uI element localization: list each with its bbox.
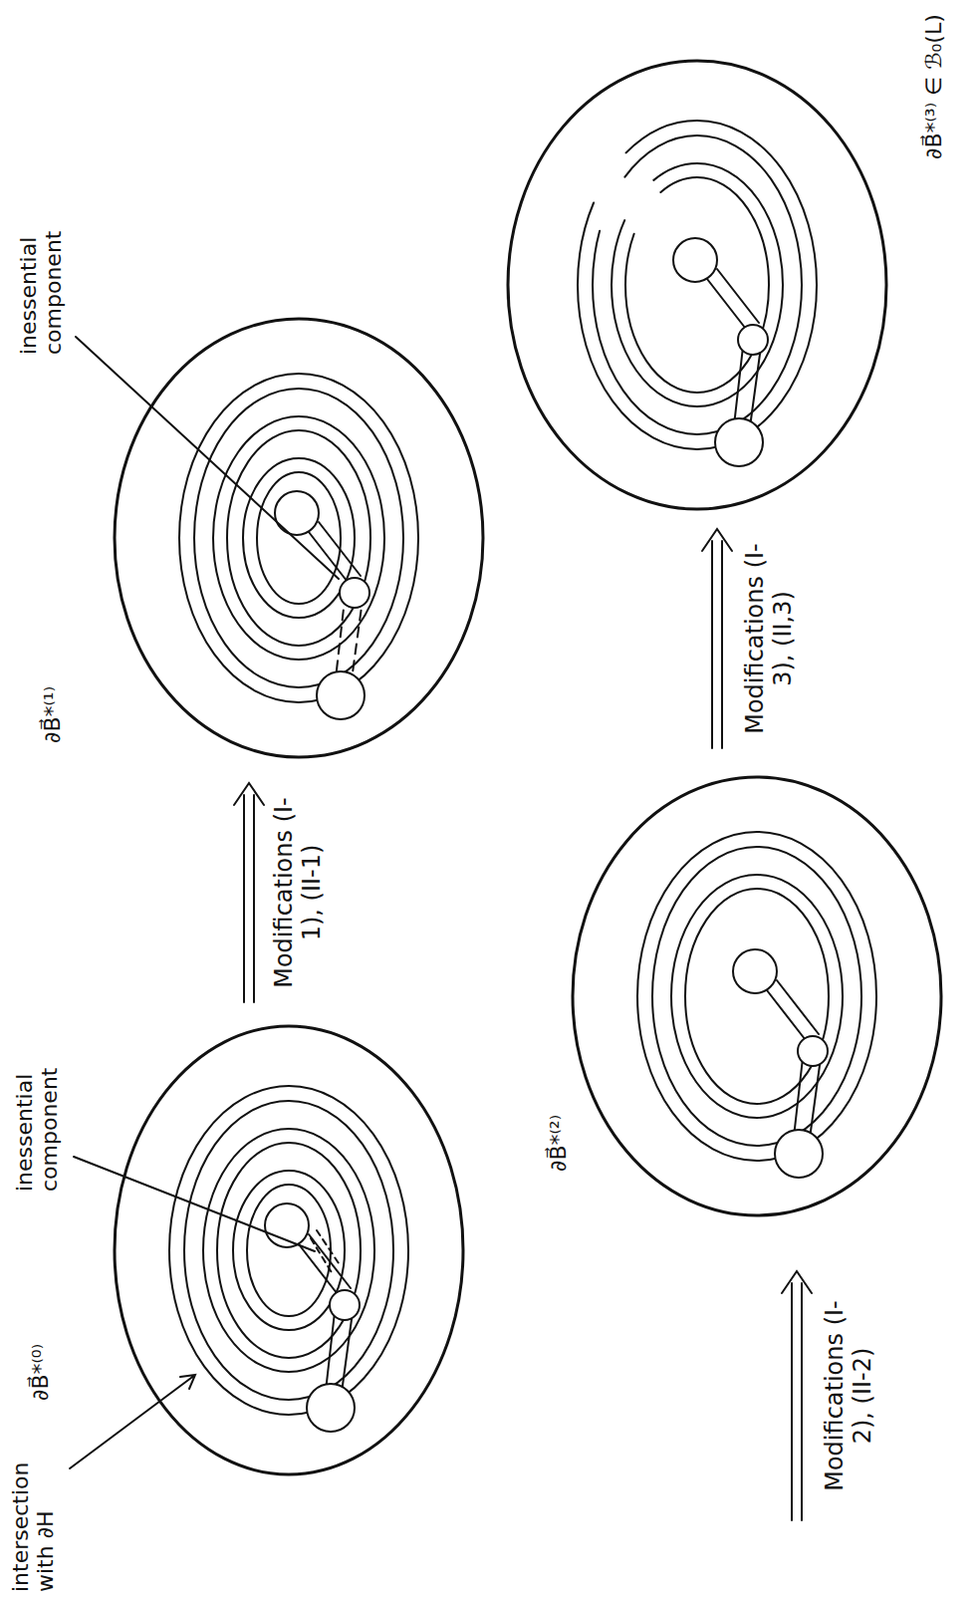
band (592, 135, 802, 435)
double-arrow (702, 528, 733, 748)
band (685, 888, 829, 1104)
arrow-label: Modifications (I-1), (II-1) (270, 782, 326, 1002)
stem (766, 980, 819, 1044)
disk-outline (114, 318, 484, 757)
leader-line (73, 1156, 315, 1251)
band (637, 831, 877, 1161)
annotation: intersection with ∂H (7, 1412, 59, 1592)
disk-label: ∂B⃗*⁽³⁾ ∈ ℬ₀(L) (921, 13, 947, 160)
band (194, 388, 404, 688)
blob (715, 418, 763, 467)
disk-1 (114, 318, 484, 757)
disk-label: ∂B⃗*⁽⁰⁾ (27, 1343, 53, 1401)
disk-2 (572, 776, 942, 1216)
annotation: inessential component (15, 175, 67, 355)
band (179, 373, 419, 703)
blob (316, 671, 365, 720)
arrow-shape (234, 782, 264, 1002)
junction (797, 1035, 828, 1066)
band (227, 430, 371, 646)
double-arrow (234, 782, 264, 1002)
band (625, 177, 769, 393)
junction (339, 577, 370, 608)
stem (707, 268, 759, 333)
arrow-label: Modifications (I-3), (II,3) (741, 528, 797, 748)
lollipop (733, 949, 777, 993)
arrow-shape (702, 528, 733, 748)
band (577, 120, 817, 450)
disk-label: ∂B⃗*⁽²⁾ (545, 1114, 571, 1172)
disk-outline (572, 776, 942, 1216)
band (169, 1085, 409, 1415)
lollipop (673, 238, 718, 282)
arrow-shape (781, 1270, 812, 1520)
band (213, 416, 385, 660)
junction (329, 1289, 360, 1320)
disk-label: ∂B⃗*⁽¹⁾ (39, 686, 65, 743)
pointer-arrow (69, 1374, 196, 1469)
band (243, 458, 355, 618)
lollipop (274, 490, 319, 535)
stem (298, 1233, 351, 1298)
disk-outline (114, 1025, 464, 1474)
junction (737, 324, 768, 355)
disk-3 (507, 60, 887, 509)
band (233, 1170, 345, 1330)
band (217, 1142, 361, 1358)
annotation: inessential component (11, 1011, 63, 1192)
disk-outline (507, 60, 887, 509)
band (184, 1100, 394, 1400)
disk-0 (114, 1025, 464, 1474)
blob (306, 1383, 355, 1432)
band (256, 472, 341, 604)
inessential-component (310, 1229, 341, 1274)
blob (774, 1129, 823, 1178)
arrow-label: Modifications (I-2), (II-2) (821, 1285, 877, 1505)
band (652, 846, 862, 1146)
double-arrow (781, 1270, 812, 1520)
leader-line (75, 336, 339, 579)
